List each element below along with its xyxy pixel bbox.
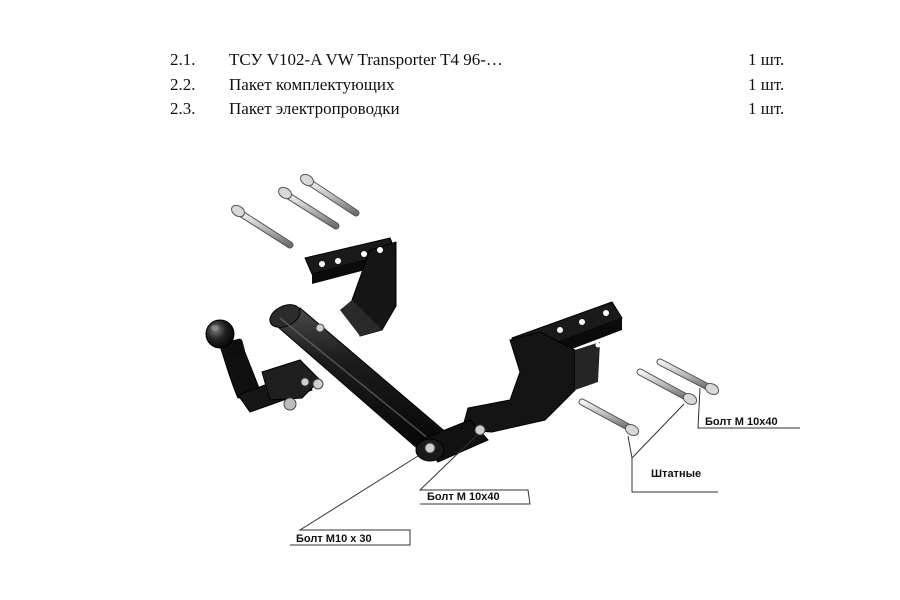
- tow-ball-assembly: [205, 319, 325, 413]
- part-quantity: 1 шт.: [748, 75, 785, 94]
- part-number: 2.1.: [170, 50, 196, 69]
- left-mounting-bracket: [304, 237, 397, 337]
- bolt-upper-left-3: [300, 173, 360, 217]
- part-name: Пакет комплектующих: [229, 75, 395, 94]
- callout-bolt-bottom: Болт М 10х40: [427, 491, 500, 503]
- leader-stock-1: [631, 403, 718, 493]
- parts-list: 2.1. ТСУ V102-A VW Transporter T4 96-… 1…: [0, 0, 900, 130]
- callout-bolt-right: Болт М 10х40: [705, 416, 778, 428]
- bolt-right-1: [656, 358, 720, 396]
- bolt-right-2: [636, 368, 698, 406]
- callout-bolt-m10x30: Болт М10 х 30: [296, 533, 372, 545]
- part-quantity: 1 шт.: [748, 99, 785, 118]
- bolt-upper-left-1: [231, 204, 294, 249]
- bolt-right-3: [578, 398, 640, 437]
- part-name: ТСУ V102-A VW Transporter T4 96-…: [229, 50, 503, 69]
- part-name: Пакет электропроводки: [229, 99, 400, 118]
- tube-end-bracket: [415, 419, 489, 463]
- callout-stock: Штатные: [651, 468, 701, 480]
- leader-bolt-right: [697, 387, 800, 429]
- part-number: 2.3.: [170, 99, 196, 118]
- bolt-upper-left-2: [278, 186, 340, 230]
- callout-leaders: [290, 387, 800, 546]
- leader-stock-2: [627, 435, 633, 459]
- parts-list-row: 2.3. Пакет электропроводки 1 шт.: [0, 99, 900, 123]
- leader-bolt-m10x30: [290, 455, 419, 546]
- parts-list-row: 2.2. Пакет комплектующих 1 шт.: [0, 75, 900, 99]
- crossbar-tube: [269, 304, 456, 456]
- part-number: 2.2.: [170, 75, 196, 94]
- parts-list-row: 2.1. ТСУ V102-A VW Transporter T4 96-… 1…: [0, 50, 900, 74]
- right-mounting-bracket: [461, 301, 623, 433]
- part-quantity: 1 шт.: [748, 50, 785, 69]
- leader-bolt-bottom: [418, 433, 531, 505]
